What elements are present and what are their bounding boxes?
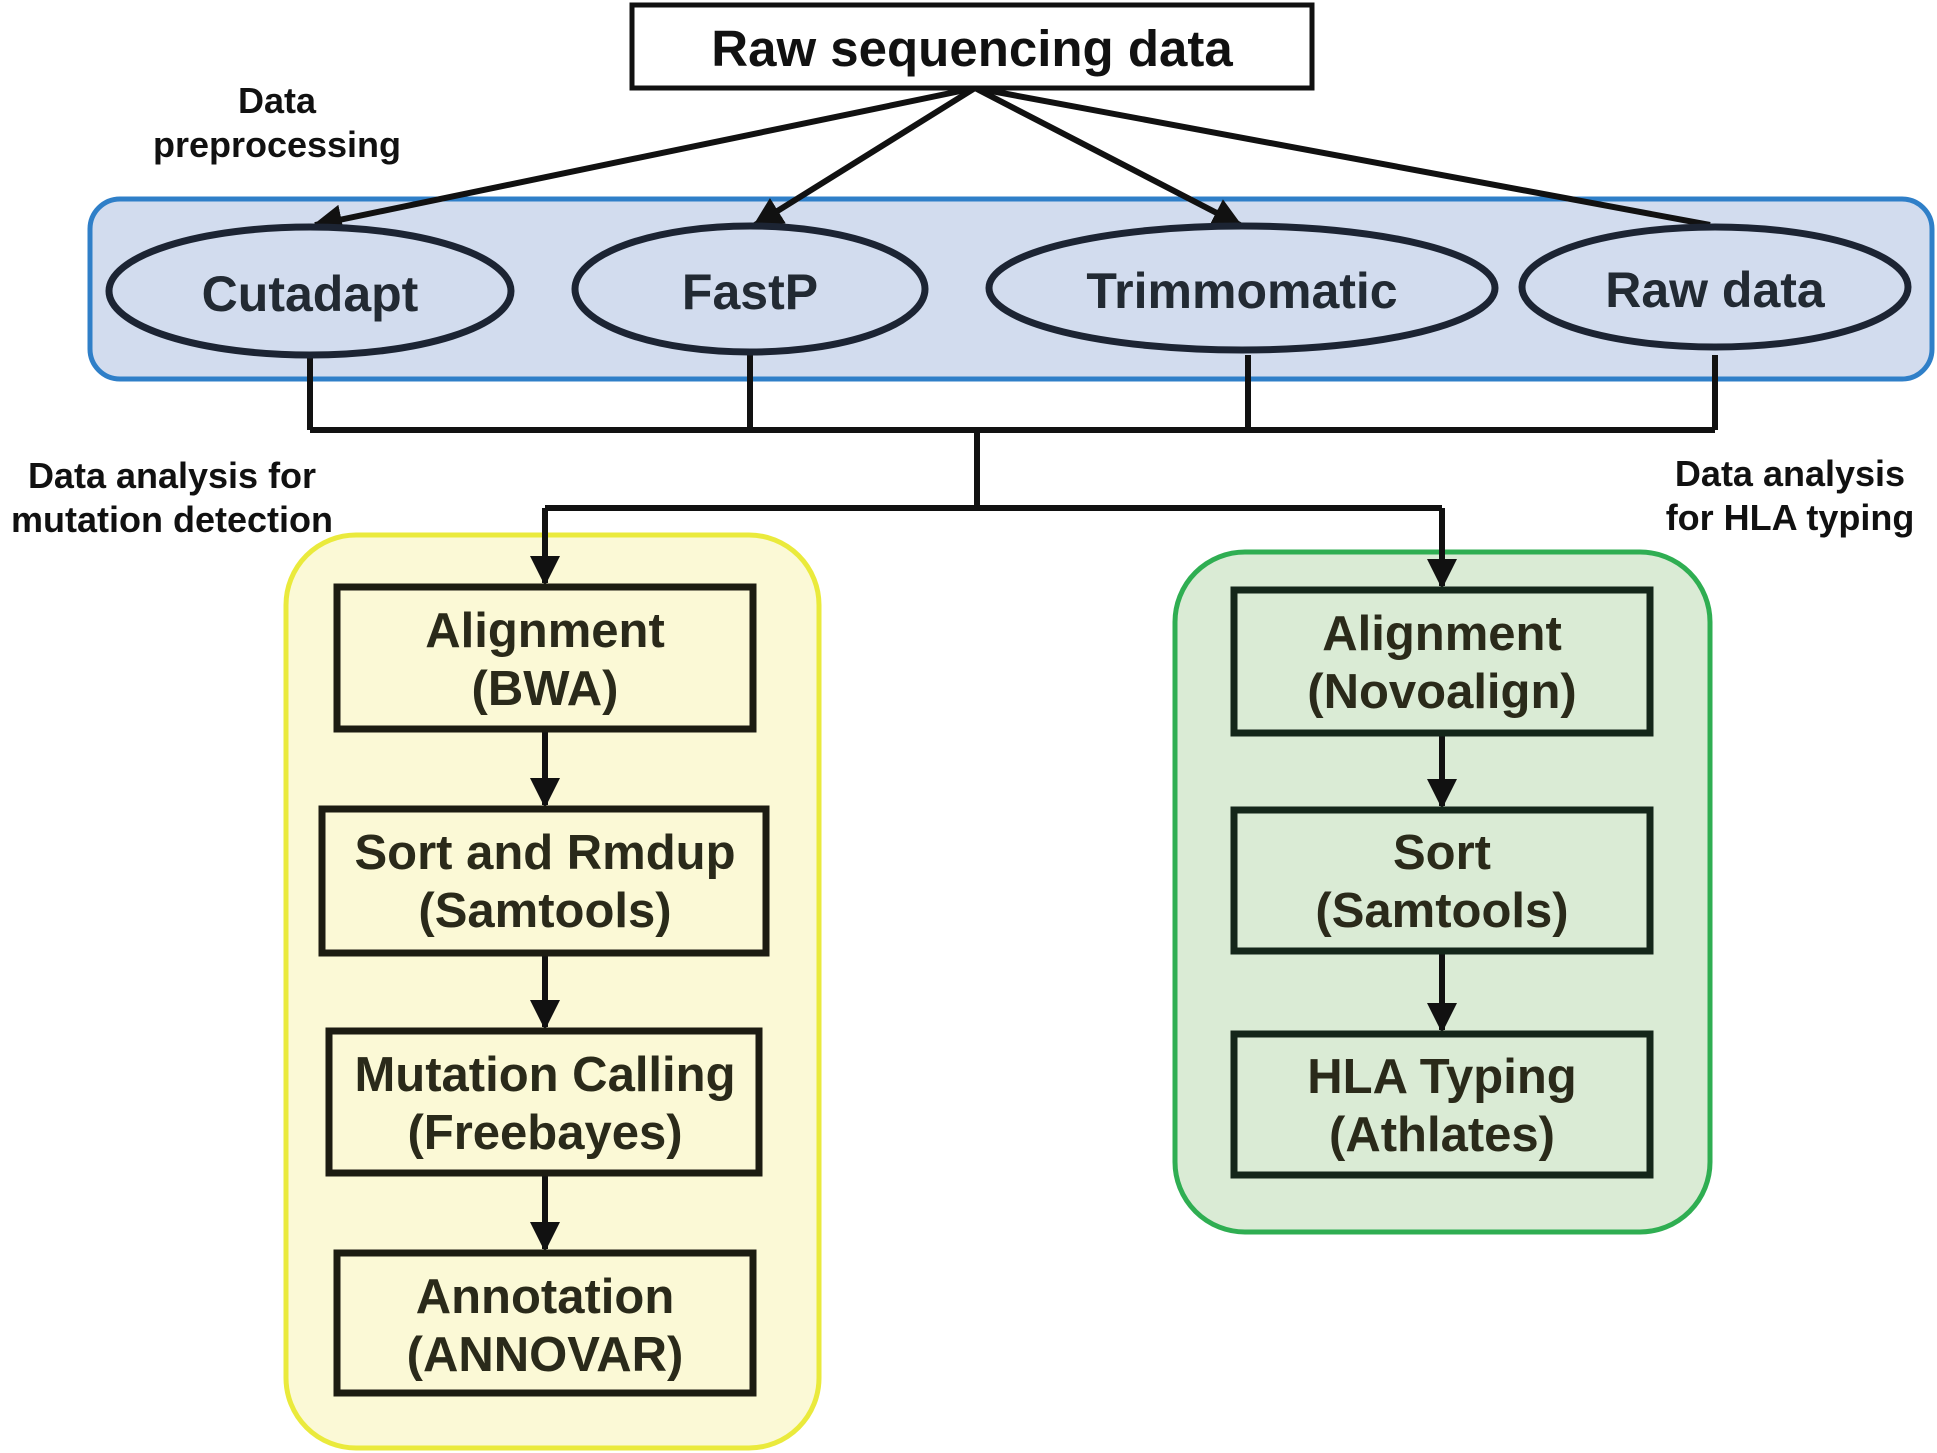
tool-fastp — [571, 222, 929, 356]
edge-tools-merge — [307, 355, 1718, 511]
mutation-step-sort-rmdup — [318, 805, 770, 957]
mutation-step-alignment-line-1: Alignment — [425, 604, 665, 658]
hla-step-alignment — [1230, 586, 1654, 737]
mutation-detection-group — [283, 532, 822, 1451]
hla-step-sort-line-2: (Samtools) — [1315, 884, 1568, 938]
mutation-label-line-1: Data analysis for — [28, 455, 316, 496]
mutation-step-sort-rmdup-line-1: Sort and Rmdup — [354, 826, 735, 880]
edge-title-rawdata — [974, 85, 1711, 228]
hla-step-hla-typing — [1230, 1030, 1654, 1179]
hla-step-alignment-line-2: (Novoalign) — [1307, 665, 1576, 719]
mutation-step-annotation-line-2: (ANNOVAR) — [407, 1328, 684, 1382]
mutation-step-alignment-line-2: (BWA) — [472, 662, 619, 716]
hla-label-line-2: for HLA typing — [1666, 497, 1915, 538]
hla-label-line-1: Data analysis — [1675, 453, 1905, 494]
mutation-step-annotation-line-1: Annotation — [416, 1270, 675, 1324]
mutation-step-sort-rmdup-line-2: (Samtools) — [418, 884, 671, 938]
mutation-step-mutation-calling-line-1: Mutation Calling — [354, 1048, 735, 1102]
tool-fastp-label: FastP — [682, 264, 818, 320]
preprocessing-label-line-2: preprocessing — [153, 124, 401, 165]
mutation-step-alignment — [333, 583, 757, 733]
mutation-label-line-2: mutation detection — [11, 499, 333, 540]
edge-title-cutadapt — [312, 85, 976, 235]
hla-step-sort — [1230, 806, 1654, 955]
tool-trimmomatic — [985, 222, 1499, 354]
tool-cutadapt — [105, 223, 515, 359]
tool-trimmomatic-label: Trimmomatic — [1086, 263, 1397, 319]
edge-title-fastp — [752, 85, 977, 228]
hla-step-hla-typing-line-1: HLA Typing — [1307, 1050, 1576, 1104]
hla-step-hla-typing-line-2: (Athlates) — [1329, 1108, 1555, 1162]
mutation-step-mutation-calling — [325, 1027, 763, 1177]
tool-cutadapt-label: Cutadapt — [202, 266, 419, 322]
edge-title-trimmomatic — [973, 85, 1243, 228]
mutation-step-mutation-calling-line-2: (Freebayes) — [407, 1106, 682, 1160]
hla-step-sort-line-1: Sort — [1393, 826, 1491, 880]
hla-step-alignment-line-1: Alignment — [1322, 607, 1562, 661]
preprocessing-label-line-1: Data — [238, 80, 317, 121]
raw-sequencing-data-label: Raw sequencing data — [711, 20, 1233, 77]
tool-raw-data — [1518, 223, 1912, 351]
mutation-step-annotation — [333, 1249, 757, 1397]
tool-raw-data-label: Raw data — [1605, 262, 1826, 318]
raw-sequencing-data-box — [629, 2, 1315, 91]
